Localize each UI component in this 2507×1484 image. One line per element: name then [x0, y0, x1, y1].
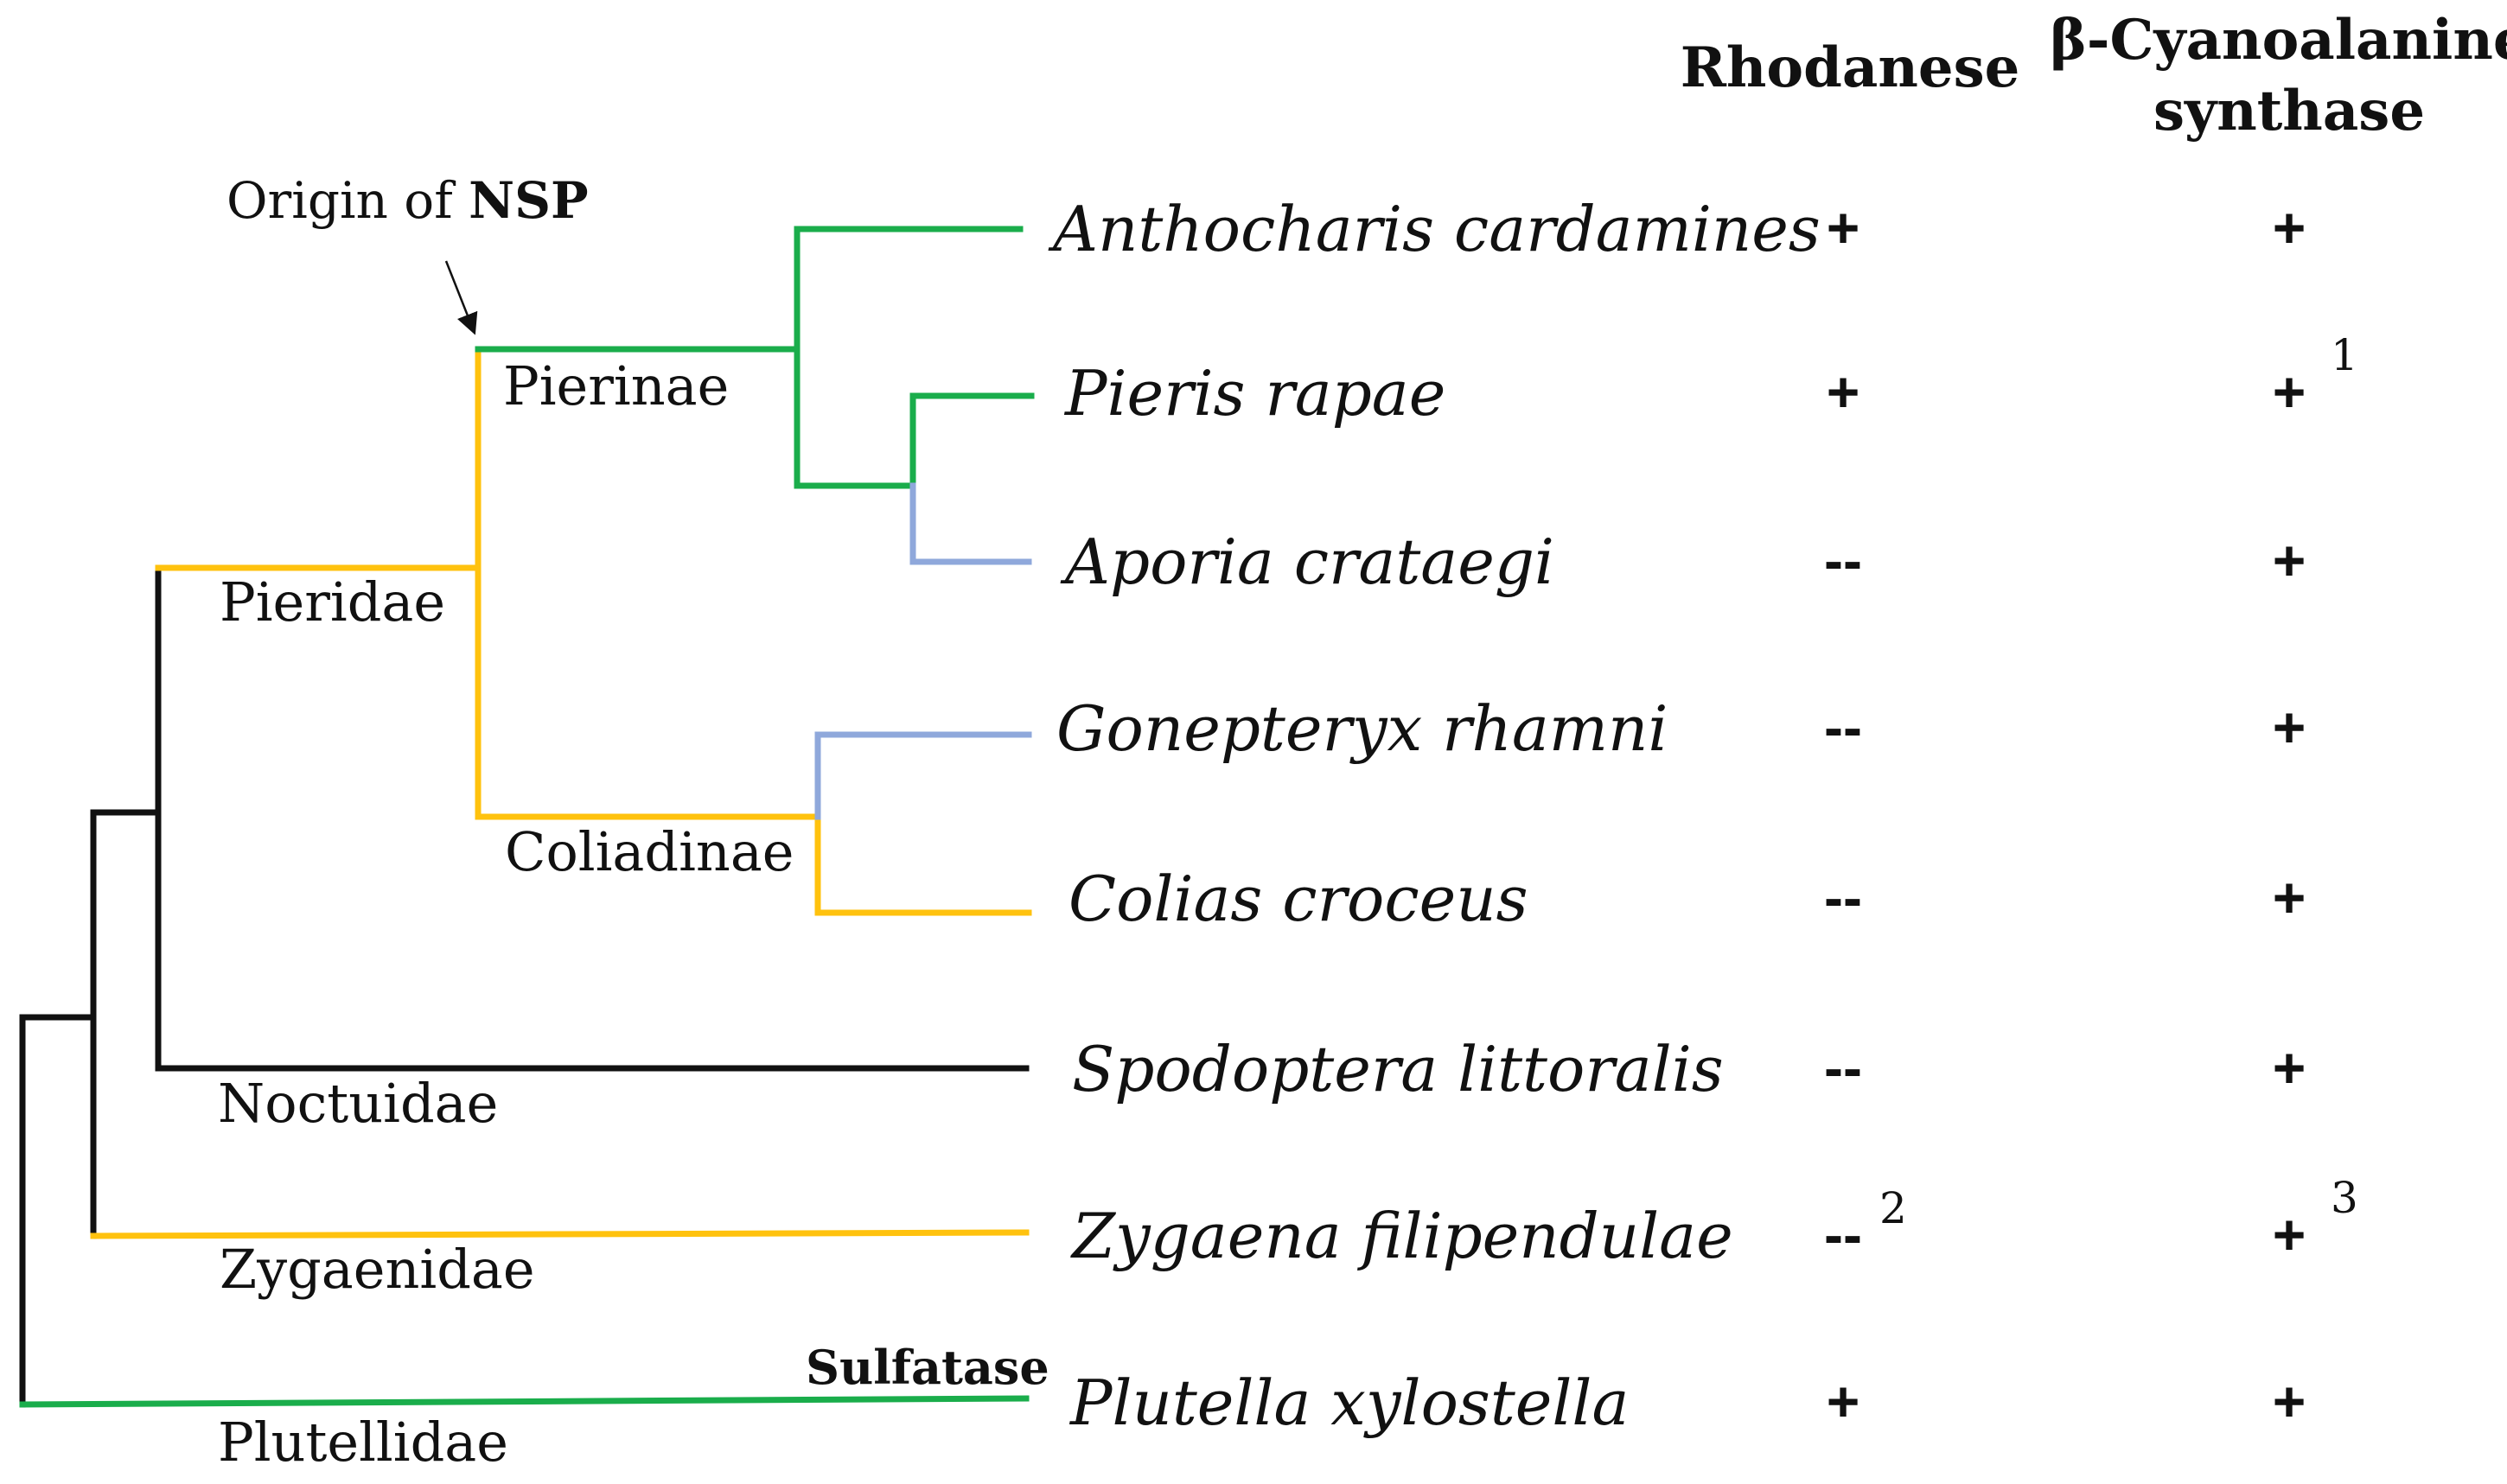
rhodanese-mark: -- [1824, 865, 1862, 929]
branch-plutellidae [19, 1395, 1030, 1408]
cyano-mark: + [2273, 528, 2306, 592]
cyano-mark: + [2273, 360, 2306, 424]
species-row: Plutella xylostella + + [1069, 1366, 2306, 1439]
clade-label-plutellidae: Plutellidae [218, 1411, 508, 1474]
cyano-mark: + [2273, 195, 2306, 259]
species-name: Pieris rapae [1063, 357, 1445, 430]
species-row: Aporia crataegi -- + [1060, 525, 2306, 598]
species-row: Anthocharis cardamines++ [1048, 193, 2306, 265]
cyano-mark: + [2273, 695, 2306, 759]
cyano-footnote: 3 [2331, 1173, 2358, 1223]
header-rhodanese: Rhodanese [1681, 35, 2020, 100]
species-rows: Anthocharis cardamines++Pieris rapae++1A… [1048, 193, 2358, 1439]
branch-zygaenidae [90, 1229, 1030, 1239]
species-row: Zygaena filipendulae -- 2 +3 [1070, 1173, 2358, 1272]
rhodanese-mark: -- [1824, 528, 1862, 592]
species-row: Pieris rapae + +1 [1063, 330, 2358, 430]
clade-label-zygaenidae: Zygaenidae [220, 1238, 535, 1301]
header-cyanoalanine-line1: β-Cyanoalanine [2050, 8, 2507, 73]
rhodanese-footnote: 2 [1879, 1183, 1907, 1233]
cyano-mark: + [2273, 865, 2306, 929]
rhodanese-mark: -- [1824, 1202, 1862, 1266]
species-row: Gonepteryx rhamni -- + [1056, 692, 2306, 765]
rhodanese-mark: + [1827, 1369, 1860, 1433]
cyano-footnote: 1 [2331, 330, 2358, 380]
sulfatase-label: Sulfatase [806, 1340, 1049, 1395]
clade-label-coliadinae: Coliadinae [505, 820, 794, 883]
species-name: Colias croceus [1069, 863, 1528, 935]
header-cyanoalanine-line2: synthase [2153, 79, 2425, 143]
origin-arrow [444, 260, 478, 335]
species-row: Colias croceus -- + [1069, 863, 2306, 935]
rhodanese-mark: -- [1824, 695, 1862, 759]
rhodanese-mark: -- [1824, 1035, 1862, 1099]
species-name: Spodoptera littoralis [1072, 1033, 1724, 1105]
species-row: Spodoptera littoralis -- + [1072, 1033, 2306, 1105]
clade-label-pierinae: Pierinae [503, 354, 729, 417]
species-name: Plutella xylostella [1069, 1366, 1629, 1439]
origin-annotation: Origin of NSP [226, 171, 589, 230]
cyano-mark: + [2273, 1369, 2306, 1433]
rhodanese-mark: + [1827, 360, 1860, 424]
clade-label-noctuidae: Noctuidae [218, 1072, 498, 1135]
species-name: Anthocharis cardamines [1048, 193, 1821, 265]
cyano-mark: + [2273, 1035, 2306, 1099]
cyano-mark: + [2273, 1202, 2306, 1266]
species-name: Aporia crataegi [1060, 525, 1554, 598]
rhodanese-mark: + [1827, 195, 1860, 259]
species-name: Gonepteryx rhamni [1056, 692, 1668, 765]
clade-label-pieridae: Pieridae [220, 570, 445, 634]
species-name: Zygaena filipendulae [1070, 1200, 1733, 1272]
